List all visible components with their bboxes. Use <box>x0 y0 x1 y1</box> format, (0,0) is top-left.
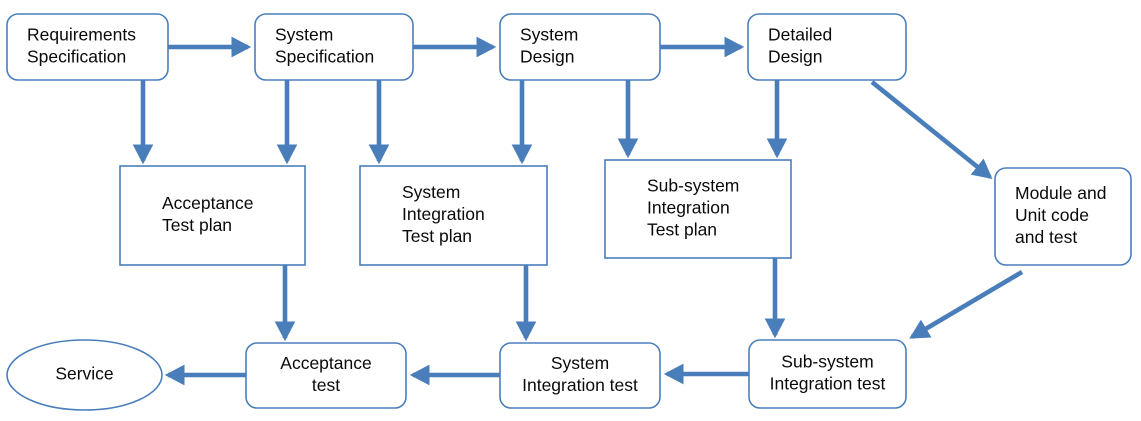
node-label-line: System <box>275 25 333 45</box>
connector-detailed-design-to-module-and-unit-code <box>870 80 993 180</box>
node-label-line: Specification <box>27 47 126 67</box>
node-shape-rounded-rect <box>254 13 414 81</box>
node-shape-rounded-rect <box>245 342 407 409</box>
node-shape-rounded-rect <box>6 13 169 81</box>
node-label-line: Requirements <box>27 25 136 45</box>
node-label-line: Integration test <box>770 374 886 394</box>
node-shape-rounded-rect <box>499 13 661 81</box>
node-shape-rounded-rect <box>747 13 907 81</box>
node-shape-ellipse <box>6 339 163 411</box>
node-label-line: Test plan <box>402 226 472 246</box>
node-label-line: System <box>551 353 609 373</box>
node-label-line: Sub-system <box>647 176 739 196</box>
node-shape-rect <box>119 165 306 266</box>
node-label-line: Test plan <box>647 220 717 240</box>
node-label-line: Unit code <box>1015 205 1089 225</box>
node-label-line: Detailed <box>768 25 832 45</box>
node-label-line: Design <box>520 47 574 67</box>
node-label-line: Integration <box>647 198 730 218</box>
connector-layer <box>132 36 1024 386</box>
node-label-line: Sub-system <box>781 352 873 372</box>
node-label-line: Design <box>768 47 822 67</box>
node-label-line: Test plan <box>162 215 232 235</box>
node-layer: RequirementsSpecificationSystemSpecifica… <box>6 13 1132 411</box>
node-label-line: Integration <box>402 204 485 224</box>
node-label-line: Service <box>55 364 113 384</box>
node-label-line: test <box>312 375 340 395</box>
node-shape-rounded-rect <box>994 167 1132 266</box>
node-label-line: Module and <box>1015 183 1106 203</box>
node-service[interactable]: Service <box>6 339 163 411</box>
node-shape-rect <box>359 165 548 266</box>
node-label-line: Integration test <box>522 375 638 395</box>
node-shape-rect <box>604 159 792 259</box>
node-label-line: Acceptance <box>280 353 371 373</box>
node-label-line: and test <box>1015 227 1077 247</box>
node-label-line: Acceptance <box>162 193 253 213</box>
node-label-line: Specification <box>275 47 374 67</box>
node-shape-rounded-rect <box>499 342 661 409</box>
connector-module-and-unit-code-to-sub-system-integration-test <box>909 270 1024 339</box>
node-shape-rounded-rect <box>748 339 907 409</box>
node-label-line: System <box>520 25 578 45</box>
node-label-line: System <box>402 182 460 202</box>
